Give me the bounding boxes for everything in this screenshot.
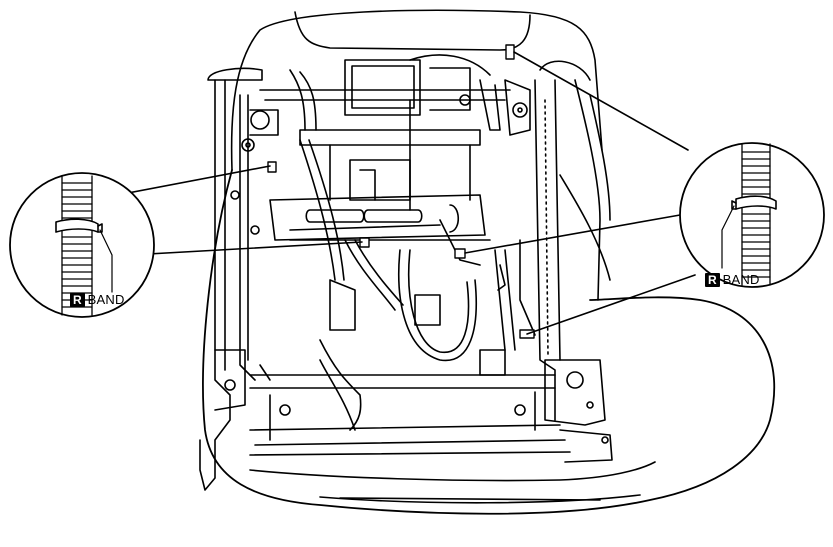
lower-frame bbox=[249, 359, 571, 456]
band-clip-top-right bbox=[505, 44, 515, 60]
right-detail-circle bbox=[679, 142, 825, 288]
right-band-pointer bbox=[721, 205, 735, 269]
recliner-mechanism bbox=[259, 54, 511, 211]
right-band-label: R BAND bbox=[705, 272, 760, 287]
band-clip-center-right bbox=[454, 248, 466, 259]
right-corrugated-tube bbox=[741, 143, 771, 286]
left-corrugated-tube bbox=[61, 175, 93, 316]
left-r-badge: R bbox=[70, 292, 85, 307]
seat-cushion-outline bbox=[202, 9, 776, 515]
left-side-frame bbox=[199, 67, 279, 491]
left-callout-leader bbox=[111, 165, 363, 256]
center-bracket bbox=[269, 194, 491, 266]
left-detail-circle bbox=[9, 172, 155, 318]
band-clip-left bbox=[267, 161, 277, 173]
right-callout-leader bbox=[464, 51, 696, 335]
left-band-label: R BAND bbox=[70, 292, 125, 307]
right-band-text: BAND bbox=[722, 272, 760, 287]
right-band-strap bbox=[735, 195, 777, 210]
left-band-text: BAND bbox=[87, 292, 125, 307]
right-r-badge: R bbox=[705, 272, 720, 287]
band-clips bbox=[267, 44, 535, 339]
right-callout bbox=[464, 51, 825, 335]
left-callout bbox=[9, 165, 363, 318]
left-band-pointer bbox=[99, 229, 113, 293]
wire-harness bbox=[299, 139, 611, 431]
right-side-frame bbox=[504, 60, 613, 463]
